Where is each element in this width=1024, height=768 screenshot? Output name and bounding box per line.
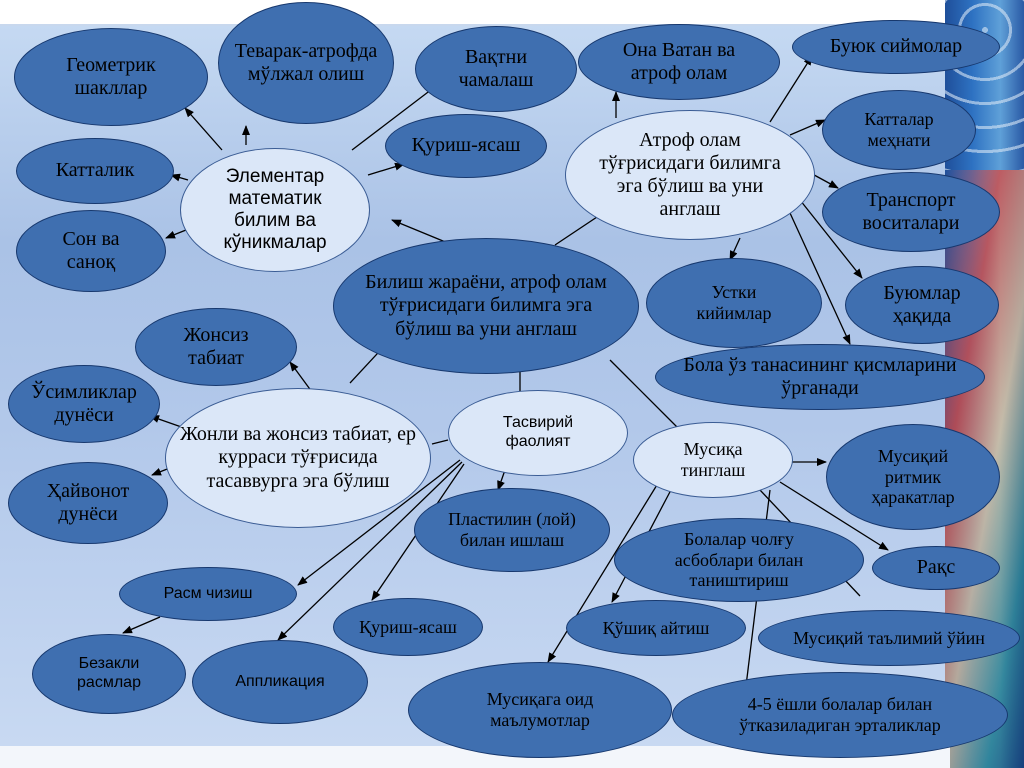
node-buyumlar: Буюмлар ҳақида bbox=[845, 266, 999, 344]
node-musiqiy-talimiy: Мусиқий таълимий ўйин bbox=[758, 610, 1020, 666]
arrow-atrof-bola bbox=[789, 212, 851, 345]
node-rasm: Расм чизиш bbox=[119, 567, 297, 621]
node-plastilin: Пластилин (лой) билан ишлаш bbox=[414, 488, 610, 572]
arrow-atrof-buyuk bbox=[769, 55, 813, 123]
arrow-tasviriy-applikatsiya bbox=[277, 461, 463, 641]
arrow-tasviriy-rasm bbox=[297, 459, 461, 586]
node-son: Сон ва саноқ bbox=[16, 210, 166, 292]
node-geometrik: Геометрик шакллар bbox=[14, 28, 208, 126]
node-kattalik: Катталик bbox=[16, 138, 174, 204]
node-teverak: Теварак-атрофда мўлжал олиш bbox=[218, 2, 394, 124]
node-bilish: Билиш жараёни, атроф олам тўғрисидаги би… bbox=[333, 238, 639, 374]
arrow-atrof-buyumlar bbox=[799, 199, 863, 279]
node-kattalar: Катталар меҳнати bbox=[822, 90, 976, 170]
node-hayvon: Ҳайвонот дунёси bbox=[8, 462, 168, 544]
node-elementar: Элементар математик билим ва кўникмалар bbox=[180, 148, 370, 272]
node-raqs: Рақс bbox=[872, 546, 1000, 590]
node-buyuk: Буюк сиймолар bbox=[792, 20, 1000, 74]
top-strip bbox=[0, 24, 1024, 26]
arrow-atrof-ustki bbox=[729, 237, 741, 261]
node-jonsiz: Жонсиз табиат bbox=[135, 308, 297, 386]
line-tasviriy-jonli bbox=[431, 439, 449, 445]
node-atrof-olam: Атроф олам тўғрисидаги билимга эга бўлиш… bbox=[565, 110, 815, 240]
node-jonli: Жонли ва жонсиз табиат, ер курраси тўғри… bbox=[165, 388, 431, 528]
node-musiqa-tinglash: Мусиқа тинглаш bbox=[633, 422, 793, 498]
arrow-musiqa-raqs bbox=[779, 481, 889, 551]
arrow-elementar-geometrik bbox=[184, 107, 223, 151]
node-ertaliklar: 4-5 ёшли болалар билан ўтказиладиган эрт… bbox=[672, 672, 1008, 758]
node-bola: Бола ўз танасининг қисмларини ўрганади bbox=[655, 344, 985, 410]
node-applikatsiya: Аппликация bbox=[192, 640, 368, 724]
node-ustki: Устки кийимлар bbox=[646, 258, 822, 348]
node-ona-vatan: Она Ватан ва атроф олам bbox=[578, 24, 780, 100]
node-musiqiy-ritmik: Мусиқий ритмик ҳаракатлар bbox=[826, 424, 1000, 530]
arrow-elementar-quriish bbox=[367, 162, 405, 176]
node-transport: Транспорт воситалари bbox=[822, 172, 1000, 252]
node-quriish-top: Қуриш-ясаш bbox=[385, 114, 547, 178]
line-rasm-bezakli bbox=[122, 616, 161, 634]
node-musiqaga: Мусиқага оид маълумотлар bbox=[408, 662, 672, 758]
node-vaqt: Вақтни чамалаш bbox=[415, 26, 577, 112]
node-quriish-bottom: Қуриш-ясаш bbox=[333, 598, 483, 656]
arrow-tasviriy-plastilin bbox=[497, 469, 506, 491]
node-qushiq: Қўшиқ айтиш bbox=[566, 600, 746, 656]
arrow-elementar-kattalik bbox=[170, 173, 189, 182]
line-bilish-atrof bbox=[554, 214, 601, 246]
node-cholgu: Болалар чолғу асбоблари билан таништириш bbox=[614, 518, 864, 602]
node-tasviriy: Тасвирий фаолият bbox=[448, 390, 628, 476]
arrow-elementar-vaqt bbox=[351, 85, 437, 151]
line-bilish-musiqa bbox=[609, 359, 681, 431]
arrow-jonli-jonsiz bbox=[289, 361, 313, 393]
arrow-atrof-kattalar bbox=[789, 119, 826, 136]
bottom-margin bbox=[0, 746, 950, 768]
node-usimlik: Ўсимликлар дунёси bbox=[8, 365, 160, 443]
node-bezakli: Безакли расмлар bbox=[32, 634, 186, 714]
